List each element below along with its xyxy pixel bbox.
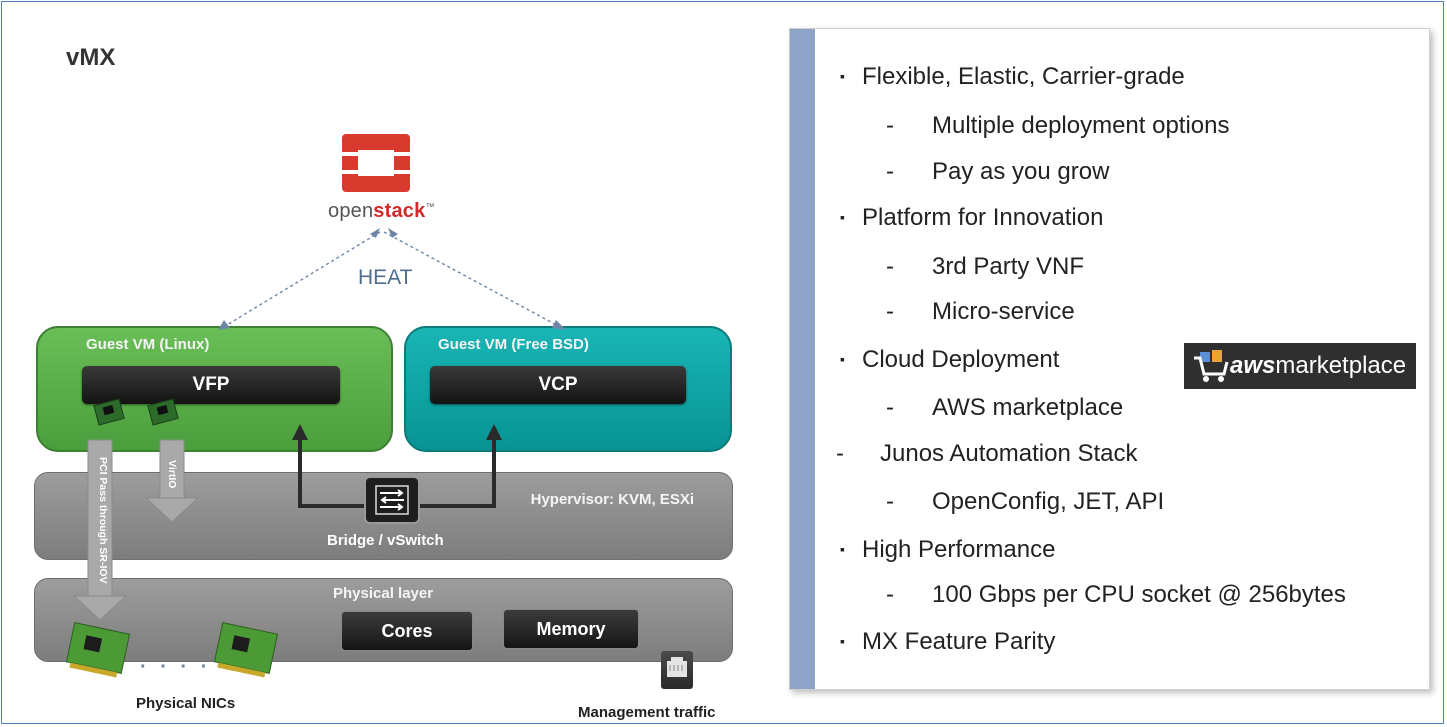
bullet-mark: ▪ [840, 209, 845, 225]
feature-text: Platform for Innovation [862, 204, 1104, 231]
vswitch-icon [364, 476, 420, 524]
feature-item: - 100 Gbps per CPU socket @ 256bytes [886, 581, 1346, 609]
bullet-mark: ▪ [840, 633, 845, 649]
switch-arrows-icon [375, 485, 409, 515]
slide-title: vMX [66, 44, 116, 71]
sriov-path-label: PCI Pass through SR-IOV [97, 457, 109, 584]
guest-vm-freebsd: Guest VM (Free BSD) VCP [404, 326, 732, 452]
nic-ellipsis: · · · · [140, 656, 212, 678]
feature-item: - Multiple deployment options [886, 112, 1230, 140]
virtio-path-label: VirtIO [166, 460, 178, 489]
bullet-mark: ▪ [840, 68, 845, 84]
physical-nic-icon-1 [65, 622, 131, 678]
vfp-module: VFP [82, 366, 340, 404]
feature-item: - AWS marketplace [886, 394, 1123, 422]
feature-text: Flexible, Elastic, Carrier-grade [862, 63, 1185, 90]
marketplace-word: marketplace [1275, 352, 1407, 379]
openstack-word-open: open [328, 200, 374, 222]
bullet-mark: - [886, 298, 894, 325]
bullet-mark: ▪ [840, 351, 845, 367]
sriov-arrow [72, 439, 128, 621]
bullet-mark: - [886, 581, 894, 608]
cores-block: Cores [341, 611, 473, 651]
physical-layer-label: Physical layer [333, 585, 434, 602]
heat-label: HEAT [358, 266, 413, 289]
guest-vm-linux: Guest VM (Linux) VFP [36, 326, 393, 452]
physical-nics-label: Physical NICs [136, 695, 236, 712]
feature-item: - Micro-service [886, 298, 1075, 326]
bullet-mark: - [886, 112, 894, 139]
feature-item: ▪ Platform for Innovation [840, 204, 1103, 232]
heat-arrowheads [218, 228, 566, 330]
feature-text: 3rd Party VNF [932, 253, 1085, 280]
virtio-arrow [144, 439, 200, 523]
openstack-logo-icon [342, 134, 410, 192]
openstack-word-stack: stack [373, 200, 426, 222]
feature-panel: ▪ Flexible, Elastic, Carrier-grade - Multi… [789, 28, 1430, 690]
feature-item: ▪ Flexible, Elastic, Carrier-grade [840, 63, 1185, 91]
feature-text: Cloud Deployment [862, 346, 1060, 373]
bullet-mark: ▪ [840, 541, 845, 557]
feature-text: High Performance [862, 536, 1056, 563]
feature-item: - OpenConfig, JET, API [886, 488, 1164, 516]
openstack-wordmark: openstack™ [328, 200, 435, 223]
feature-item: ▪ MX Feature Parity [840, 628, 1055, 656]
feature-item: ▪ High Performance [840, 536, 1055, 564]
memory-block: Memory [503, 609, 639, 649]
feature-text: Pay as you grow [932, 158, 1110, 185]
feature-text: Micro-service [932, 298, 1075, 325]
heat-dashed-lines [221, 231, 563, 329]
bullet-mark: - [886, 488, 894, 515]
bullet-mark: - [886, 253, 894, 280]
ethernet-port-icon [661, 651, 693, 689]
feature-list: ▪ Flexible, Elastic, Carrier-grade - Multi… [790, 29, 1429, 689]
bullet-mark: - [886, 158, 894, 185]
feature-text: AWS marketplace [932, 394, 1124, 421]
panel-accent-bar [790, 29, 815, 689]
bullet-mark: - [886, 394, 894, 421]
vm-nic-card-icon-2 [147, 398, 179, 426]
feature-item: - Pay as you grow [886, 158, 1109, 186]
feature-item: - 3rd Party VNF [886, 253, 1084, 281]
feature-text: MX Feature Parity [862, 628, 1056, 655]
bridge-vswitch-label: Bridge / vSwitch [327, 532, 444, 549]
physical-layer: Physical layer Cores Memory [34, 578, 733, 662]
openstack-tm: ™ [425, 201, 435, 212]
hypervisor-label: Hypervisor: KVM, ESXi [530, 491, 694, 508]
guest-vm-freebsd-label: Guest VM (Free BSD) [438, 336, 589, 353]
feature-item: - Junos Automation Stack [836, 440, 1137, 468]
feature-text: Junos Automation Stack [880, 440, 1138, 467]
feature-text: OpenConfig, JET, API [932, 488, 1165, 515]
bullet-mark: - [836, 440, 844, 467]
bridge-arrowheads [292, 424, 502, 440]
feature-item: ▪ Cloud Deployment [840, 346, 1059, 374]
feature-text: Multiple deployment options [932, 112, 1230, 139]
vcp-module: VCP [430, 366, 686, 404]
management-traffic-label: Management traffic [578, 704, 716, 721]
guest-vm-linux-label: Guest VM (Linux) [86, 336, 210, 353]
feature-text: 100 Gbps per CPU socket @ 256bytes [932, 581, 1346, 608]
aws-word: aws [1230, 352, 1276, 379]
shopping-cart-icon [1194, 350, 1229, 382]
bridge-connectors [298, 436, 496, 508]
physical-nic-icon-2 [213, 622, 279, 678]
vm-nic-card-icon-1 [93, 398, 125, 426]
